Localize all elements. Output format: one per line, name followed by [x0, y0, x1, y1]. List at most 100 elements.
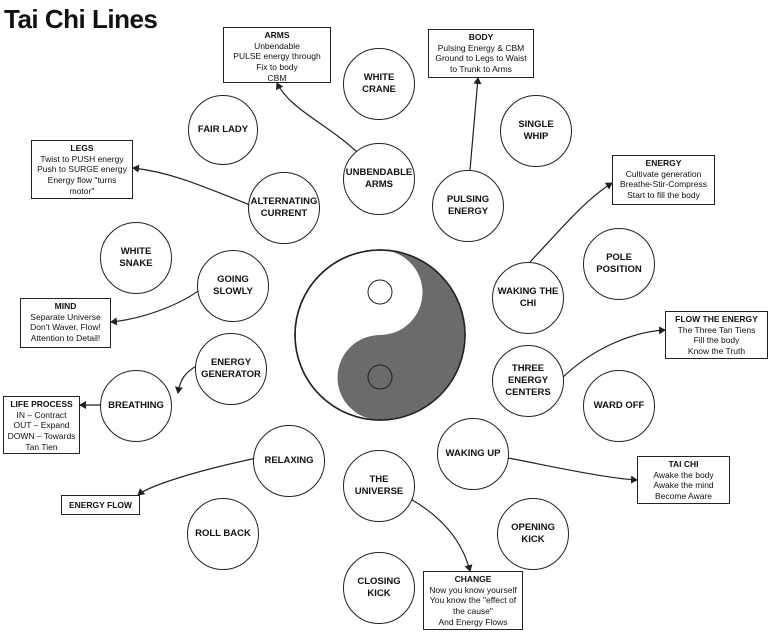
box-line: motor": [69, 185, 95, 196]
box-line: the cause": [453, 605, 493, 616]
circle-label: OPENING KICK: [511, 522, 555, 545]
circle-roll-back: ROLL BACK: [187, 498, 259, 570]
box-line: Start to fill the body: [627, 189, 700, 200]
box-heading: LIFE PROCESS: [10, 399, 73, 409]
box-line: Know the Truth: [687, 345, 746, 356]
circle-label: RELAXING: [264, 455, 314, 467]
box-heading: ENERGY FLOW: [68, 499, 133, 510]
box-heading: LEGS: [70, 143, 94, 153]
box-heading: ARMS: [264, 30, 290, 40]
circle-label: CLOSING KICK: [357, 576, 401, 599]
box-energy: ENERGY Cultivate generation Breathe-Stir…: [612, 155, 715, 205]
circle-going-slowly: GOING SLOWLY: [197, 250, 269, 322]
box-line: The Three Tan Tiens: [677, 324, 756, 335]
connector-three-energy-centers-to-flow-the-energy: [559, 326, 666, 381]
box-line: Fill the body: [693, 335, 740, 346]
box-line: Unbendable: [254, 40, 300, 51]
box-line: Awake the body: [653, 469, 714, 480]
circle-waking-up: WAKING UP: [437, 418, 509, 490]
circle-relaxing: RELAXING: [253, 425, 325, 497]
box-line: Attention to Detail!: [30, 332, 101, 343]
connector-pulsing-energy-to-body: [469, 77, 482, 171]
box-line: Separate Universe: [30, 311, 101, 322]
box-line: DOWN – Towards: [7, 430, 76, 441]
box-heading: BODY: [468, 32, 494, 42]
circle-label: THREE ENERGY CENTERS: [505, 363, 551, 398]
page-title: Tai Chi Lines: [4, 4, 158, 34]
box-line: You know the "effect of: [429, 595, 517, 606]
connector-energy-generator-to-breathing: [174, 364, 199, 394]
box-line: to Trunk to Arms: [450, 63, 512, 74]
circle-label: POLE POSITION: [596, 252, 642, 275]
box-mind: MIND Separate Universe Don't Waver, Flow…: [20, 298, 111, 348]
circle-breathing: BREATHING: [100, 370, 172, 442]
circle-label: ALTERNATING CURRENT: [250, 196, 318, 219]
box-heading: ENERGY: [645, 158, 682, 168]
box-line: OUT – Expand: [13, 420, 70, 431]
circle-label: SINGLE WHIP: [518, 119, 554, 142]
box-line: CBM: [267, 72, 287, 83]
circle-opening-kick: OPENING KICK: [497, 498, 569, 570]
box-energy-flow: ENERGY FLOW: [61, 495, 140, 515]
box-heading: CHANGE: [454, 574, 492, 584]
box-line: Ground to Legs to Waist: [435, 53, 527, 64]
box-line: Tan Tien: [25, 441, 58, 452]
box-line: Cultivate generation: [625, 168, 702, 179]
box-heading: FLOW THE ENERGY: [675, 314, 758, 324]
box-line: Pulsing Energy & CBM: [437, 42, 525, 53]
box-line: Twist to PUSH energy: [40, 153, 124, 164]
circle-label: BREATHING: [108, 400, 164, 412]
circle-unbendable-arms: UNBENDABLE ARMS: [343, 143, 415, 215]
connector-the-universe-to-change: [406, 496, 473, 572]
connector-waking-the-chi-to-energy: [529, 182, 613, 263]
circle-three-energy-centers: THREE ENERGY CENTERS: [492, 345, 564, 417]
circle-waking-the-chi: WAKING THE CHI: [492, 262, 564, 334]
circle-white-snake: WHITE SNAKE: [100, 222, 172, 294]
box-life-process: LIFE PROCESS IN – Contract OUT – Expand …: [3, 396, 80, 454]
circle-energy-generator: ENERGY GENERATOR: [195, 333, 267, 405]
box-change: CHANGE Now you know yourself You know th…: [423, 571, 523, 630]
box-line: IN – Contract: [16, 409, 67, 420]
box-tai-chi: TAI CHI Awake the body Awake the mind Be…: [637, 456, 730, 504]
box-line: Push to SURGE energy: [37, 164, 127, 175]
circle-label: PULSING ENERGY: [446, 194, 490, 217]
circle-label: WHITE SNAKE: [119, 246, 153, 269]
box-line: Awake the mind: [653, 480, 714, 491]
circle-label: FAIR LADY: [197, 124, 249, 136]
connector-waking-up-to-tai-chi: [507, 457, 638, 484]
box-body: BODY Pulsing Energy & CBM Ground to Legs…: [428, 29, 534, 78]
circle-pole-position: POLE POSITION: [583, 228, 655, 300]
box-line: And Energy Flows: [438, 616, 508, 627]
circle-alternating-current: ALTERNATING CURRENT: [248, 172, 320, 244]
connector-unbendable-arms-to-arms: [276, 82, 361, 156]
box-line: Now you know yourself: [429, 584, 517, 595]
circle-white-crane: WHITE CRANE: [343, 48, 415, 120]
circle-label: THE UNIVERSE: [354, 474, 404, 497]
circle-label: WAKING THE CHI: [497, 286, 559, 309]
circle-closing-kick: CLOSING KICK: [343, 552, 415, 624]
circle-label: UNBENDABLE ARMS: [345, 167, 413, 190]
circle-pulsing-energy: PULSING ENERGY: [432, 170, 504, 242]
circle-the-universe: THE UNIVERSE: [343, 450, 415, 522]
circle-label: GOING SLOWLY: [213, 274, 253, 297]
box-line: Fix to body: [256, 61, 298, 72]
circle-single-whip: SINGLE WHIP: [500, 95, 572, 167]
circle-ward-off: WARD OFF: [583, 370, 655, 442]
circle-label: ENERGY GENERATOR: [201, 357, 261, 380]
circle-label: WAKING UP: [445, 448, 501, 460]
box-line: PULSE energy through: [233, 51, 321, 62]
circle-label: ROLL BACK: [195, 528, 251, 540]
box-heading: TAI CHI: [668, 459, 699, 469]
box-line: Become Aware: [654, 490, 712, 501]
circle-label: WARD OFF: [593, 400, 645, 412]
box-arms: ARMS Unbendable PULSE energy through Fix…: [223, 27, 331, 83]
yin-yang-symbol: [294, 249, 466, 421]
circle-label: WHITE CRANE: [362, 72, 396, 95]
box-line: Don't Waver, Flow!: [30, 322, 101, 333]
box-legs: LEGS Twist to PUSH energy Push to SURGE …: [31, 140, 133, 199]
box-line: Energy flow "turns: [47, 174, 117, 185]
box-flow-the-energy: FLOW THE ENERGY The Three Tan Tiens Fill…: [665, 311, 768, 359]
connector-alternating-current-to-legs: [132, 164, 251, 206]
